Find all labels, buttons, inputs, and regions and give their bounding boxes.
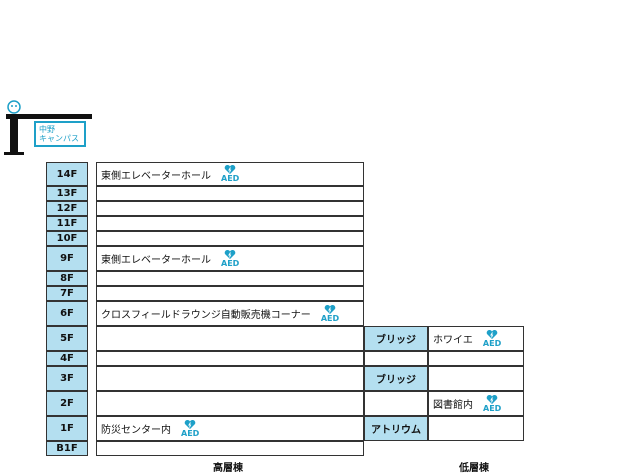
location-text: 図書館内 (433, 400, 473, 411)
aed-label: AED (482, 338, 502, 348)
aed-marker: AED (181, 419, 200, 438)
high-rise-5f (96, 326, 364, 351)
campus-sign: 中野 キャンパス (2, 100, 94, 156)
campus-name-line2: キャンパス (39, 134, 79, 143)
aed-heart-icon (224, 165, 236, 174)
floor-label-1f: 1F (46, 416, 88, 441)
high-rise-12f (96, 201, 364, 216)
floor-label-b1f: B1F (46, 441, 88, 456)
high-rise-2f (96, 391, 364, 416)
high-rise-caption: 高層棟 (213, 463, 243, 474)
aed-heart-icon (224, 249, 236, 259)
bridge-2f (364, 391, 428, 416)
floor-label-7f: 7F (46, 286, 88, 301)
floor-label-13f: 13F (46, 186, 88, 201)
floor-label-12f: 12F (46, 201, 88, 216)
aed-marker: AED (482, 329, 502, 348)
aed-label: AED (483, 403, 502, 413)
sign-arm (6, 114, 92, 119)
bridge-1f: アトリウム (364, 416, 428, 441)
high-rise-6f: クロスフィールドラウンジ自動販売機コーナー AED (96, 301, 364, 326)
floor-label-2f: 2F (46, 391, 88, 416)
floor-label-5f: 5F (46, 326, 88, 351)
campus-name-line1: 中野 (39, 125, 55, 134)
high-rise-1f: 防災センター内 AED (96, 416, 364, 441)
floor-label-10f: 10F (46, 231, 88, 246)
low-rise-3f (428, 366, 524, 391)
aed-heart-icon (184, 419, 196, 429)
high-rise-11f (96, 216, 364, 231)
high-rise-14f: 東側エレベーターホール AED (96, 162, 364, 186)
floor-label-3f: 3F (46, 366, 88, 391)
low-rise-5f: ホワイエ AED (428, 326, 524, 351)
low-rise-1f (428, 416, 524, 441)
high-rise-10f (96, 231, 364, 246)
aed-heart-icon (486, 329, 498, 339)
bridge-4f (364, 351, 428, 366)
location-text: ホワイエ (433, 335, 473, 346)
location-text: 防災センター内 (101, 425, 171, 436)
location-text: 東側エレベーターホール (101, 255, 211, 266)
floor-label-11f: 11F (46, 216, 88, 231)
aed-label: AED (320, 313, 340, 323)
location-text: クロスフィールドラウンジ自動販売機コーナー (101, 310, 311, 321)
location-text: 東側エレベーターホール (101, 170, 211, 182)
low-rise-4f (428, 351, 524, 366)
aed-marker: AED (221, 165, 239, 183)
floor-label-9f: 9F (46, 246, 88, 271)
aed-label: AED (181, 428, 200, 438)
floor-label-4f: 4F (46, 351, 88, 366)
high-rise-8f (96, 271, 364, 286)
campus-sign-board: 中野 キャンパス (34, 121, 86, 147)
high-rise-7f (96, 286, 364, 301)
low-rise-caption: 低層棟 (459, 463, 489, 474)
high-rise-13f (96, 186, 364, 201)
floor-label-8f: 8F (46, 271, 88, 286)
low-rise-2f: 図書館内 AED (428, 391, 524, 416)
floor-label-6f: 6F (46, 301, 88, 326)
floor-label-14f: 14F (46, 162, 88, 186)
aed-marker: AED (320, 304, 340, 323)
mascot-icon (7, 100, 21, 114)
aed-heart-icon (324, 304, 336, 314)
high-rise-b1f (96, 441, 364, 456)
aed-marker: AED (221, 249, 240, 268)
high-rise-4f (96, 351, 364, 366)
aed-label: AED (221, 174, 240, 183)
aed-heart-icon (486, 394, 498, 404)
high-rise-9f: 東側エレベーターホール AED (96, 246, 364, 271)
sign-pole (10, 116, 18, 154)
high-rise-3f (96, 366, 364, 391)
aed-label: AED (221, 258, 240, 268)
sign-base (4, 152, 24, 155)
bridge-5f: ブリッジ (364, 326, 428, 351)
bridge-3f: ブリッジ (364, 366, 428, 391)
aed-marker: AED (483, 394, 502, 413)
